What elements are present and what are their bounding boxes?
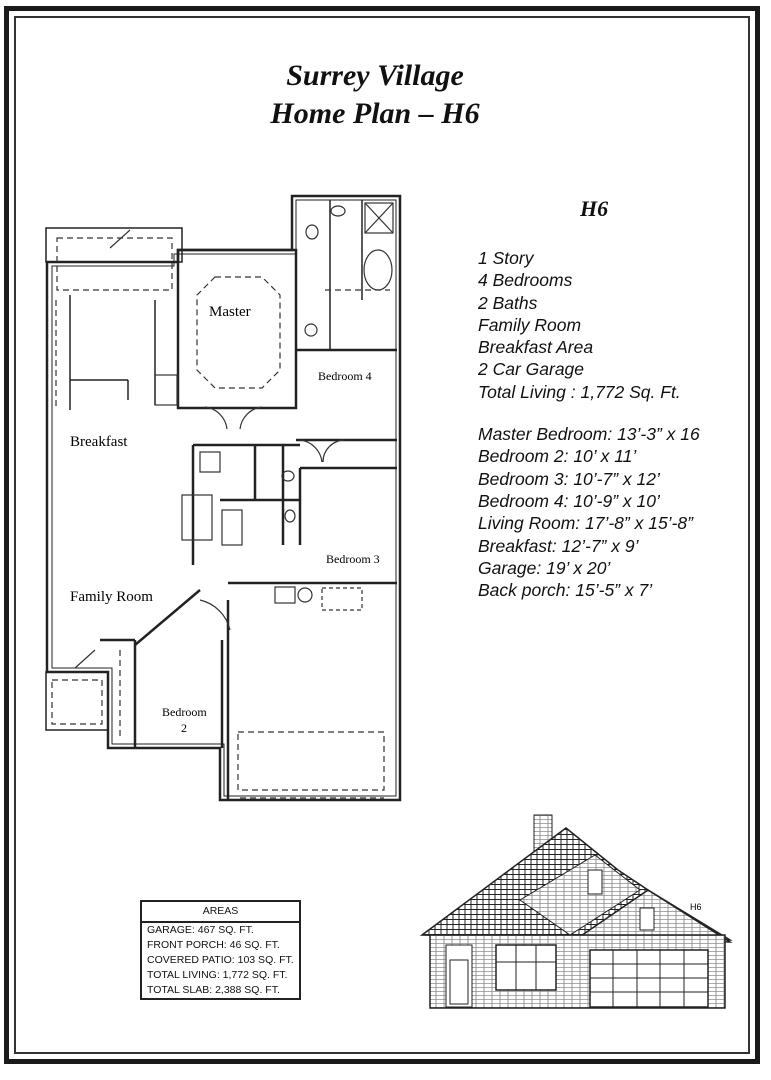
title-line-2: Home Plan – H6 [270, 97, 480, 130]
feature: Total Living : 1,772 Sq. Ft. [478, 381, 681, 402]
room-label-bedroom3: Bedroom 3 [326, 552, 380, 566]
dimension: Breakfast: 12’-7” x 9’ [478, 535, 639, 556]
room-label-bedroom2-number: 2 [181, 721, 187, 735]
areas-row: TOTAL SLAB: 2,388 SQ. FT. [147, 984, 280, 996]
elevation-label: H6 [690, 902, 702, 912]
dimension: Garage: 19’ x 20’ [478, 557, 611, 578]
title-line-1: Surrey Village [286, 59, 464, 92]
dimension: Bedroom 2: 10’ x 11’ [478, 446, 637, 467]
plan-code: H6 [580, 196, 609, 221]
areas-row: COVERED PATIO: 103 SQ. FT. [147, 954, 294, 966]
dimension: Bedroom 4: 10’-9” x 10’ [478, 490, 660, 511]
feature: 2 Car Garage [478, 359, 585, 380]
feature: 1 Story [478, 248, 534, 268]
page-inner-border [14, 16, 750, 1054]
dimension: Living Room: 17’-8” x 15’-8” [478, 513, 693, 534]
room-label-bedroom2: Bedroom [162, 705, 207, 719]
room-label-breakfast: Breakfast [70, 434, 128, 450]
areas-table: AREAS GARAGE: 467 SQ. FT. FRONT PORCH: 4… [140, 900, 301, 1000]
spec-list: 1 Story 4 Bedrooms 2 Baths Family Room B… [478, 247, 700, 601]
feature: Breakfast Area [478, 337, 594, 358]
areas-row: GARAGE: 467 SQ. FT. [147, 924, 254, 936]
room-label-master: Master [209, 304, 251, 320]
room-label-bedroom4: Bedroom 4 [318, 369, 372, 383]
feature: 4 Bedrooms [478, 270, 573, 291]
feature: 2 Baths [478, 292, 538, 313]
areas-header: AREAS [142, 902, 299, 923]
areas-row: FRONT PORCH: 46 SQ. FT. [147, 939, 280, 951]
page-border [4, 6, 760, 1064]
dimension: Back porch: 15’-5” x 7’ [478, 580, 653, 601]
feature: Family Room [478, 314, 582, 335]
room-label-family-room: Family Room [70, 589, 153, 605]
dimension: Bedroom 3: 10’-7” x 12’ [478, 468, 660, 489]
dimension: Master Bedroom: 13’-3” x 16 [478, 424, 700, 445]
areas-row: TOTAL LIVING: 1,772 SQ. FT. [147, 969, 288, 981]
